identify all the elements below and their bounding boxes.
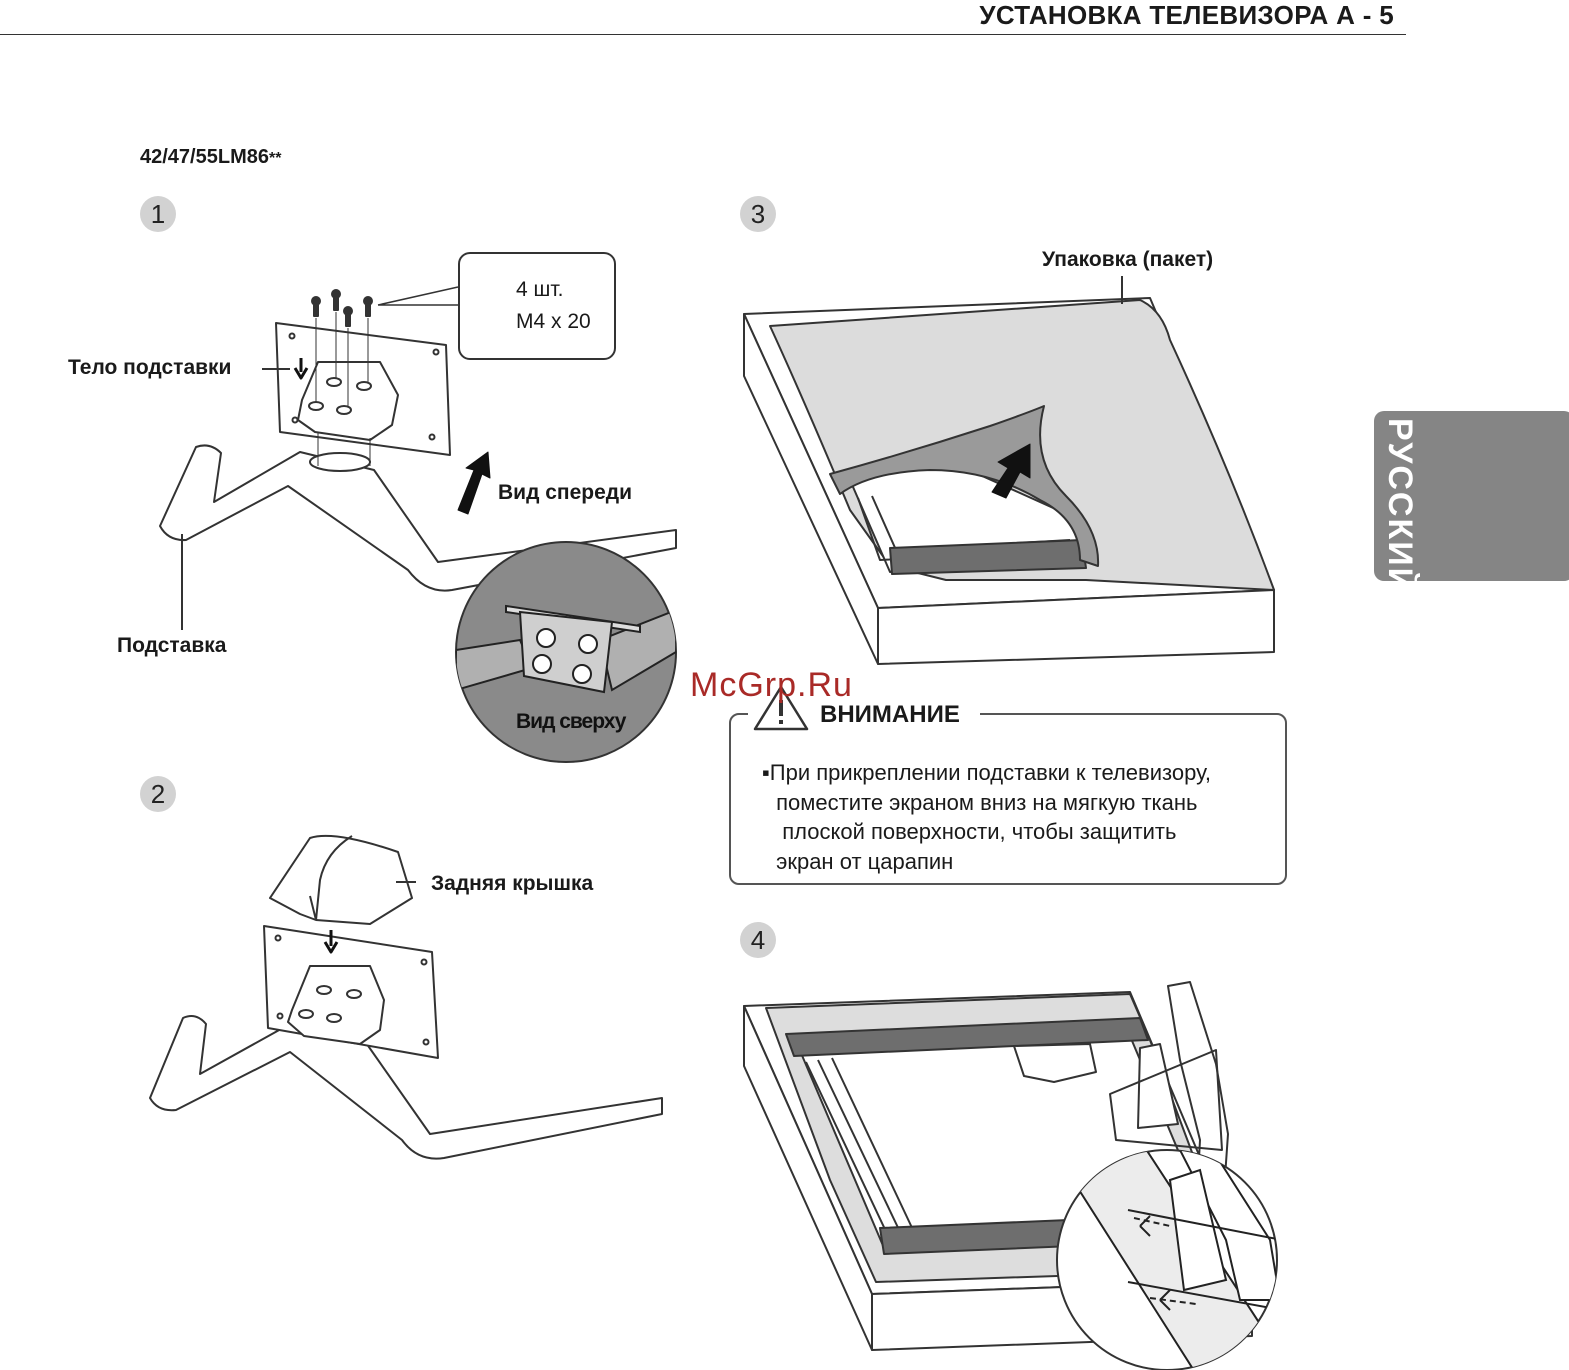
down-arrow-icon <box>293 358 309 380</box>
box-side <box>743 313 879 665</box>
caution-box <box>729 713 1287 885</box>
tv-top-strip-4 <box>785 1017 1149 1057</box>
step2-illustration <box>149 834 663 1160</box>
screw-size: M4 x 20 <box>516 310 591 333</box>
screw-quantity: 4 шт. <box>516 278 564 301</box>
mount-bracket-4 <box>1013 1043 1097 1083</box>
page-header-title: УСТАНОВКА ТЕЛЕВИЗОРА А - 5 <box>979 0 1394 30</box>
stand-neck-ring <box>309 452 371 472</box>
header-divider <box>0 34 1406 35</box>
model-suffix: ** <box>268 150 282 167</box>
detail-circle <box>1056 1149 1278 1370</box>
caution-line-3: плоской поверхности, чтобы защитить <box>770 819 1177 844</box>
step-number-3: 3 <box>740 196 776 232</box>
screw-spec-box <box>458 252 616 360</box>
down-arrow-icon-2 <box>323 930 339 954</box>
lift-arrow-icon <box>991 443 1031 499</box>
stand-body-label: Тело подставки <box>68 356 232 379</box>
caution-text: ▪При прикреплении подставки к телевизору… <box>762 758 1282 876</box>
step-number-1: 1 <box>140 196 176 232</box>
front-view-label: Вид спереди <box>498 481 633 504</box>
peeled-flap <box>829 405 1100 567</box>
back-cover-label: Задняя крышка <box>431 872 594 895</box>
stand-base-2 <box>149 1015 663 1160</box>
step-number-4: 4 <box>740 922 776 958</box>
top-view-circle <box>455 541 677 763</box>
step-number-2: 2 <box>140 776 176 812</box>
caution-title: ВНИМАНИЕ <box>820 701 960 728</box>
language-tab <box>1374 411 1569 581</box>
step3-illustration <box>743 276 1275 665</box>
caution-line-4: экран от царапин <box>770 848 954 874</box>
step4-illustration <box>743 981 1253 1351</box>
stand-body-block-2 <box>287 965 385 1045</box>
front-view-arrow-icon <box>457 451 491 515</box>
caution-line-1: ▪При прикреплении подставки к телевизору… <box>762 760 1211 785</box>
model-name: 42/47/55LM86** <box>140 146 281 169</box>
watermark-text: McGrp.Ru <box>690 666 853 704</box>
box-side-4 <box>743 1005 873 1351</box>
packaging-label: Упаковка (пакет) <box>1042 248 1214 271</box>
caution-line-2: поместите экраном вниз на мягкую ткань <box>770 789 1198 815</box>
back-cover <box>269 834 413 925</box>
model-number: 42/47/55LM86 <box>140 146 269 168</box>
stand-label: Подставка <box>117 634 227 657</box>
tv-bottom-strip <box>889 539 1087 575</box>
warning-triangle-icon <box>753 685 809 731</box>
top-view-label: Вид сверху <box>516 710 626 733</box>
language-tab-label: РУССКИЙ <box>1381 418 1419 595</box>
screws <box>311 289 373 327</box>
